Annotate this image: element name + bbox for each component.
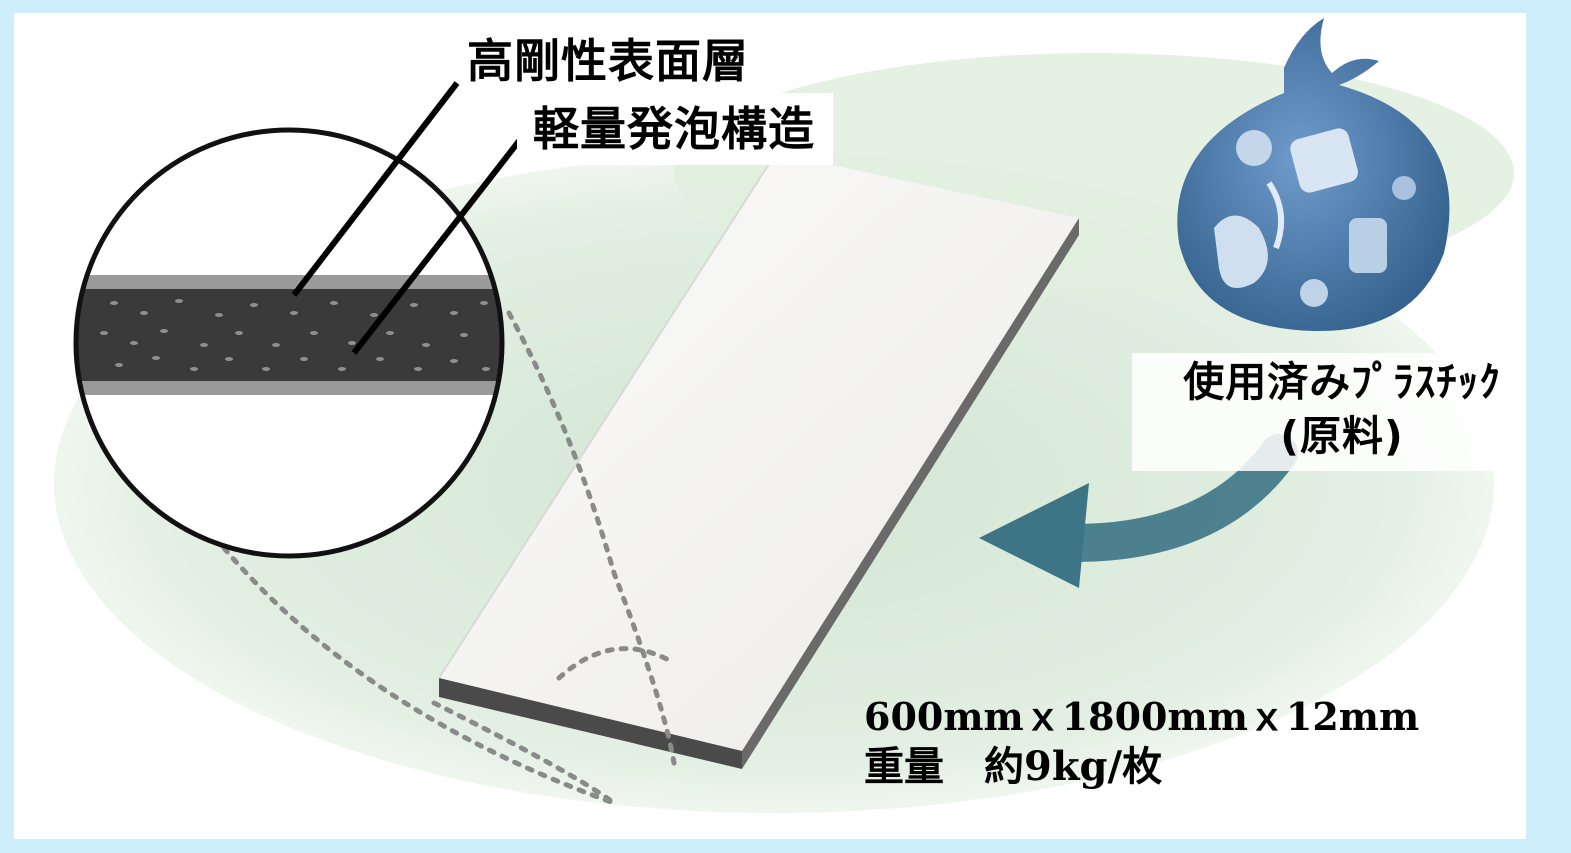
board bbox=[438, 152, 1079, 769]
raw-material-label: 使用済みﾌﾟﾗｽﾁｯｸ (原料) bbox=[1132, 353, 1526, 471]
foam-core-layer bbox=[76, 289, 502, 381]
figure-art bbox=[54, 18, 1514, 813]
dotted-connector bbox=[221, 310, 677, 806]
curved-arrow-icon bbox=[979, 434, 1298, 588]
surface-layer-label: 高剛性表面層 bbox=[467, 34, 749, 88]
raw-material-label-line1: 使用済みﾌﾟﾗｽﾁｯｸ bbox=[1183, 358, 1501, 406]
dimensions-text: 600mmｘ1800mmｘ12mm bbox=[864, 694, 1420, 739]
magnifier-lens bbox=[73, 127, 505, 559]
plastic-waste-bag-icon bbox=[1177, 18, 1450, 332]
foam-structure-label: 軽量発泡構造 bbox=[517, 93, 833, 165]
leader-line-surface bbox=[291, 81, 460, 297]
figure-canvas: 高剛性表面層 軽量発泡構造 使用済みﾌﾟﾗｽﾁｯｸ (原料) 600mmｘ180… bbox=[14, 13, 1526, 839]
weight-text: 重量 約9kg/枚 bbox=[864, 743, 1163, 790]
leader-line-foam bbox=[351, 139, 522, 355]
spec-block: 600mmｘ1800mmｘ12mm 重量 約9kg/枚 bbox=[864, 695, 1419, 795]
raw-material-label-line2: (原料) bbox=[1280, 412, 1404, 460]
